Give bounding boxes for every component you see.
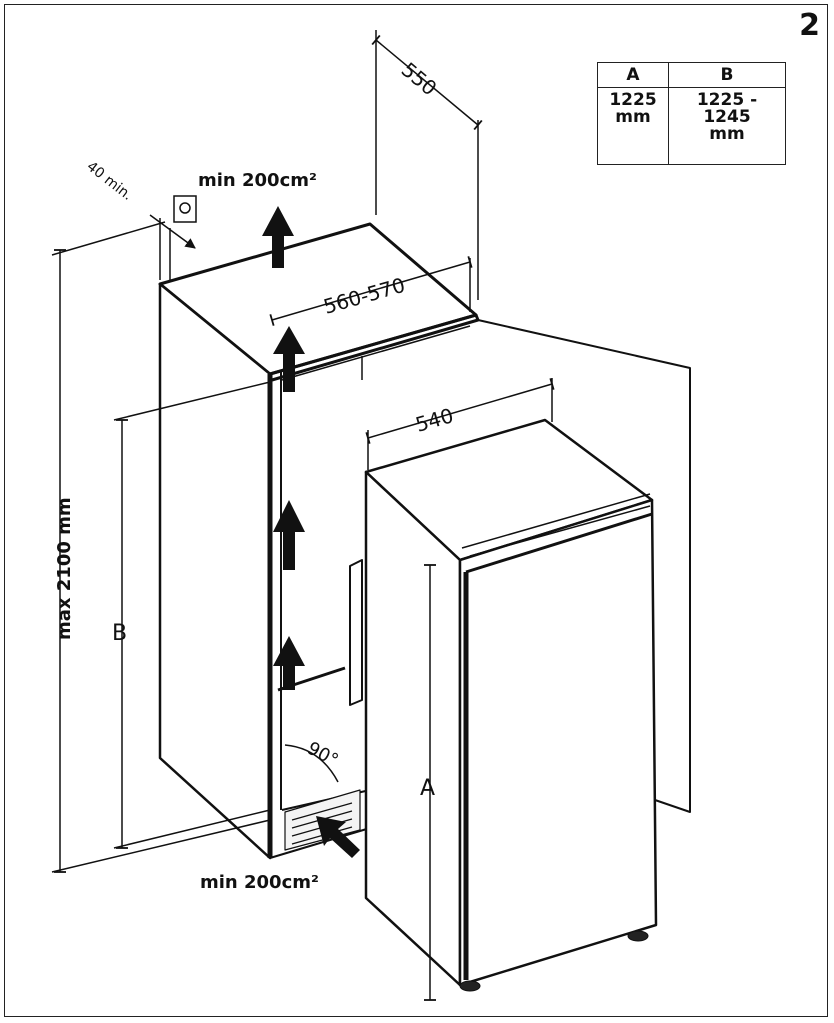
- dim-max-height-bottom-ext: [51, 819, 271, 873]
- dim-max-height-top-ext: [51, 221, 166, 256]
- arrow-up-icon: [273, 636, 305, 690]
- value-b-line1: 1225 -: [696, 90, 758, 110]
- fridge-top-rail: [461, 493, 651, 557]
- arrow-diagonal-icon: [316, 816, 360, 858]
- value-a-cell: 1225 mm: [597, 87, 669, 165]
- fridge-foot-front: [459, 980, 481, 992]
- niche-top-front-edge: [269, 313, 480, 382]
- dim-b-bottom-ext: [113, 809, 271, 849]
- airflow-arrows: [262, 206, 360, 858]
- label-depth-550: 550: [397, 57, 442, 100]
- label-top-gap: 40 min.: [84, 159, 136, 204]
- niche-hinge-rail: [349, 559, 363, 706]
- wall-bracket-icon: [173, 195, 197, 223]
- value-b-line3: mm: [709, 124, 745, 144]
- label-a: A: [420, 776, 435, 801]
- label-max-height: max 2100 mm: [54, 497, 75, 640]
- arrow-up-icon: [273, 326, 305, 392]
- label-vent-bottom: min 200cm²: [200, 872, 319, 893]
- value-a-line2: mm: [615, 107, 651, 127]
- fridge-door-top-edge: [465, 512, 653, 574]
- dim-540-line: [365, 377, 555, 445]
- fridge-left-side: [364, 470, 462, 987]
- niche-left-side: [158, 282, 272, 860]
- dim-40-arrow: [149, 214, 196, 249]
- dim-b-top-ext: [113, 381, 271, 421]
- label-b: B: [112, 621, 127, 646]
- value-b-line2: 1245: [703, 107, 751, 127]
- dimension-table: A B 1225 mm 1225 - 1245 mm: [597, 62, 786, 165]
- value-b-cell: 1225 - 1245 mm: [668, 87, 786, 165]
- dimension-table-header: A B: [597, 62, 786, 88]
- dimension-lines: [51, 30, 555, 1001]
- label-door-angle: 90°: [304, 738, 342, 772]
- door-angle-arc: [284, 744, 339, 783]
- appliance-fridge: [364, 418, 658, 992]
- cabinet-door-open: [477, 319, 691, 813]
- fridge-foot-right: [627, 930, 649, 942]
- figure-frame: [4, 4, 828, 1017]
- dimension-table-row: 1225 mm 1225 - 1245 mm: [597, 87, 786, 165]
- arrow-up-icon: [273, 500, 305, 570]
- label-width-540: 540: [413, 403, 456, 437]
- dim-550-line: [371, 34, 483, 131]
- figure-number: 2: [799, 8, 820, 43]
- dim-560-570-line: [269, 255, 473, 327]
- arrow-up-icon: [262, 206, 294, 268]
- label-vent-top: min 200cm²: [198, 170, 317, 191]
- fridge-front: [458, 498, 658, 987]
- column-a-header: A: [597, 62, 669, 88]
- niche-inner-top: [281, 325, 471, 381]
- value-a-line1: 1225: [609, 90, 657, 110]
